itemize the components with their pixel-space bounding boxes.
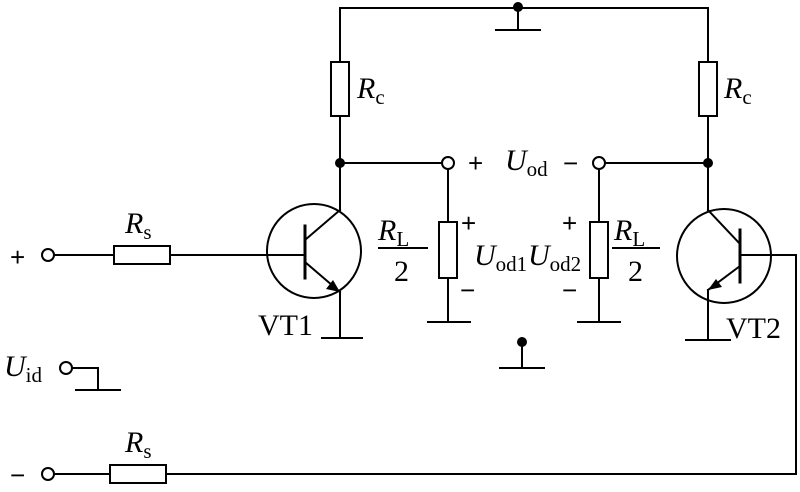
uid-label: Uid xyxy=(4,350,43,387)
svg-text:+: + xyxy=(461,208,476,238)
positive-input: + Rs xyxy=(10,207,171,272)
left-load-resistor: RL 2 + − xyxy=(377,168,476,323)
rs-top-resistor xyxy=(113,245,171,265)
negative-input-terminal xyxy=(41,467,55,481)
right-load-resistor: RL 2 + − xyxy=(562,168,660,323)
top-supply-rail xyxy=(339,2,709,31)
uid-input: Uid xyxy=(4,350,121,391)
vt2-label: VT2 xyxy=(726,312,781,345)
svg-text:2: 2 xyxy=(394,255,409,288)
rc-left-resistor xyxy=(330,61,350,117)
svg-text:RL: RL xyxy=(377,214,409,251)
negative-input: − Rs xyxy=(10,254,797,490)
left-output-terminal xyxy=(441,156,455,170)
rs-top-label: Rs xyxy=(124,207,152,244)
svg-text:+: + xyxy=(468,148,483,178)
uod2-label: Uod2 xyxy=(528,239,581,276)
svg-text:−: − xyxy=(563,148,578,178)
uod1-label: Uod1 xyxy=(474,239,527,276)
svg-text:−: − xyxy=(460,275,475,305)
transistor-vt2: VT2 xyxy=(676,208,797,345)
svg-text:−: − xyxy=(10,460,25,490)
rs-bottom-resistor xyxy=(109,464,167,484)
svg-text:+: + xyxy=(10,242,25,272)
svg-text:+: + xyxy=(562,208,577,238)
vt1-label: VT1 xyxy=(258,309,313,342)
svg-text:2: 2 xyxy=(628,255,643,288)
middle-ground xyxy=(499,337,545,369)
rc-left-label: Rc xyxy=(356,72,385,109)
svg-text:RL: RL xyxy=(613,214,645,251)
rc-right-resistor xyxy=(698,61,718,117)
rs-bottom-label: Rs xyxy=(124,426,152,463)
positive-input-terminal xyxy=(41,248,55,262)
svg-text:−: − xyxy=(562,275,577,305)
right-collector-branch: Rc xyxy=(592,7,752,211)
left-collector-branch: Rc xyxy=(330,7,455,211)
uod-label: + Uod − xyxy=(468,144,578,181)
transistor-vt1: VT1 xyxy=(169,203,363,342)
rc-right-label: Rc xyxy=(723,72,752,109)
svg-text:Uod: Uod xyxy=(505,144,548,181)
right-output-terminal xyxy=(592,156,606,170)
